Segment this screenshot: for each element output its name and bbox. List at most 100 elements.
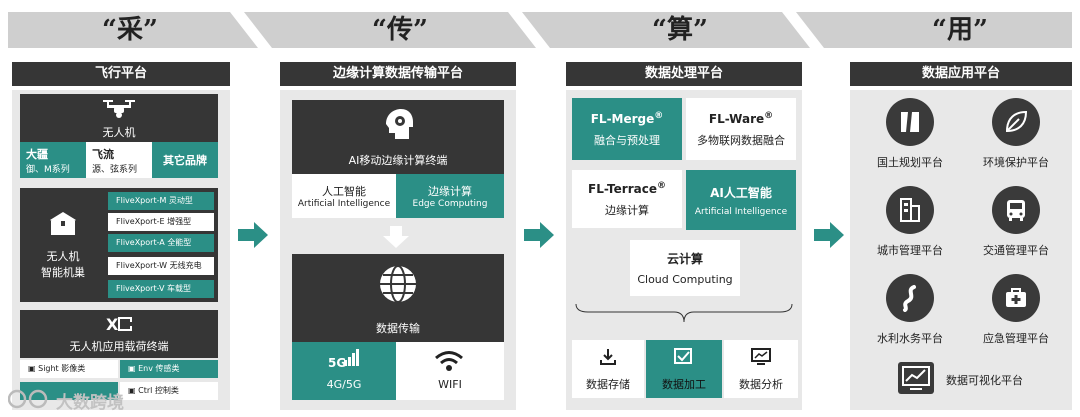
app-label: 应急管理平台 xyxy=(983,332,1049,345)
signal-icon xyxy=(344,349,359,366)
application-platform-panel xyxy=(850,90,1072,410)
storage-label: 数据存储 xyxy=(586,378,630,391)
ai-terminal-label: AI移动边缘计算终端 xyxy=(348,154,448,167)
fl-terrace-title: FL-Terrace® xyxy=(588,181,666,196)
stage-transmit: “传” xyxy=(372,15,428,45)
ai-en: Artificial Intelligence xyxy=(297,199,391,209)
fx-type: 全能型 xyxy=(167,238,192,247)
wifi-cell: WIFI xyxy=(396,342,504,400)
land-planning-icon xyxy=(886,98,934,146)
fx-type: 无线充电 xyxy=(169,261,202,270)
app-label: 环境保护平台 xyxy=(983,156,1049,169)
edge-cn: 边缘计算 xyxy=(428,185,472,198)
fx-row-4: FliveXport-W 无线充电 xyxy=(108,257,214,275)
process-label: 数据加工 xyxy=(662,378,706,391)
application-platform-title: 数据应用平台 xyxy=(850,62,1072,86)
edge-en: Edge Computing xyxy=(412,199,488,209)
ctrl-label: Ctrl 控制类 xyxy=(138,386,179,395)
processing-platform-title: 数据处理平台 xyxy=(566,62,802,86)
first-aid-icon xyxy=(992,274,1040,322)
fl-ware-desc: 多物联网数据融合 xyxy=(697,133,785,147)
watermark-text: 大数跨境 xyxy=(56,393,124,413)
download-icon xyxy=(600,349,616,365)
arrow-right-icon xyxy=(238,222,268,248)
stage-apply: “用” xyxy=(932,15,988,45)
checklist-icon xyxy=(674,348,692,364)
ai-cn: 人工智能 xyxy=(322,185,366,198)
fx-name: FliveXport-M xyxy=(116,196,167,205)
fl-merge-title: FL-Merge® xyxy=(591,111,664,126)
ctrl-row: ▣ Ctrl 控制类 xyxy=(120,382,218,400)
fiveg-label: 5G xyxy=(328,356,347,370)
svg-text:X: X xyxy=(106,315,119,334)
watermark-logo-icon xyxy=(8,389,48,409)
env-label: Env 传感类 xyxy=(138,364,180,373)
analysis-label: 数据分析 xyxy=(739,378,783,391)
payload-square-icon: ▣ xyxy=(128,364,139,373)
city-building-icon xyxy=(886,186,934,234)
cloud-desc: Cloud Computing xyxy=(637,273,733,286)
sight-row: ▣ Sight 影像类 xyxy=(20,360,118,378)
fx-row-1: FliveXport-M 灵动型 xyxy=(108,192,214,210)
chevron-dividers xyxy=(230,12,824,48)
stage-header-band xyxy=(8,12,1072,48)
arrow-right-icon xyxy=(814,222,844,248)
transfer-block: 数据传输 xyxy=(292,254,504,342)
fx-row-2: FliveXport-E 增强型 xyxy=(108,213,214,231)
process-cell: 数据加工 xyxy=(646,340,722,398)
fx-name: FliveXport-E xyxy=(116,217,165,226)
registered-mark: ® xyxy=(654,110,664,121)
payload-square-icon: ▣ xyxy=(128,386,139,395)
sight-label: Sight 影像类 xyxy=(38,364,86,373)
monitor-chart-icon xyxy=(751,348,771,365)
dajiang-name: 大疆 xyxy=(26,148,48,161)
fl-ware-title: FL-Ware® xyxy=(709,111,773,126)
drone-block: 无人机 xyxy=(20,94,218,142)
box-icon xyxy=(50,212,76,235)
fx-name: FliveXport-V xyxy=(116,284,165,293)
dajiang-series: 御、M系列 xyxy=(26,165,70,175)
edge-cell: 边缘计算 Edge Computing xyxy=(396,174,504,218)
other-brands-cell: 其它品牌 xyxy=(152,142,218,178)
fl-merge-name: FL-Merge xyxy=(590,111,655,126)
wifi-icon xyxy=(435,351,463,371)
leaf-icon xyxy=(992,98,1040,146)
fl-ware-cell: FL-Ware® 多物联网数据融合 xyxy=(686,98,796,160)
ai-compute-desc: Artificial Intelligence xyxy=(694,206,788,217)
fx-type: 车载型 xyxy=(167,284,192,293)
payload-logo-icon: X xyxy=(106,315,132,334)
globe-icon xyxy=(380,265,416,303)
dajiang-cell: 大疆 御、M系列 xyxy=(20,142,86,178)
ai-terminal-block: AI移动边缘计算终端 xyxy=(292,100,504,174)
payload-square-icon: ▣ xyxy=(28,364,39,373)
flight-platform-title: 飞行平台 xyxy=(12,62,230,86)
fx-row-3: FliveXport-A 全能型 xyxy=(108,234,214,252)
arrow-down-icon xyxy=(383,226,409,248)
analysis-cell: 数据分析 xyxy=(724,340,798,398)
transfer-label: 数据传输 xyxy=(376,322,420,335)
wifi-label: WIFI xyxy=(438,378,462,391)
fl-ware-name: FL-Ware xyxy=(708,111,765,126)
feiliu-cell: 飞流 源、弦系列 xyxy=(86,142,152,178)
fourg-label: 4G/5G xyxy=(326,378,362,391)
ai-compute-title: AI人工智能 xyxy=(710,185,772,200)
fl-merge-cell: FL-Merge® 融合与预处理 xyxy=(572,98,682,160)
viz-dashboard-icon xyxy=(898,362,934,394)
brain-gear-icon xyxy=(386,109,413,139)
fx-name: FliveXport-A xyxy=(116,238,165,247)
app-label: 国土规划平台 xyxy=(877,156,943,169)
feiliu-name: 飞流 xyxy=(92,148,114,161)
fl-terrace-desc: 边缘计算 xyxy=(605,203,649,217)
arrow-right-icon xyxy=(524,222,554,248)
fx-type: 增强型 xyxy=(167,217,192,226)
fl-merge-desc: 融合与预处理 xyxy=(594,133,660,147)
viz-platform-label: 数据可视化平台 xyxy=(946,374,1023,387)
payload-terminal-label: 无人机应用载荷终端 xyxy=(69,340,169,353)
registered-mark: ® xyxy=(764,110,774,121)
fiveg-cell: 5G 4G/5G xyxy=(292,342,396,400)
nest-label: 无人机 智能机巢 xyxy=(41,250,85,279)
fx-row-5: FliveXport-V 车载型 xyxy=(108,280,214,298)
edge-platform-title: 边缘计算数据传输平台 xyxy=(280,62,516,86)
bracket-icon xyxy=(575,303,793,323)
ai-cell: 人工智能 Artificial Intelligence xyxy=(292,174,396,218)
